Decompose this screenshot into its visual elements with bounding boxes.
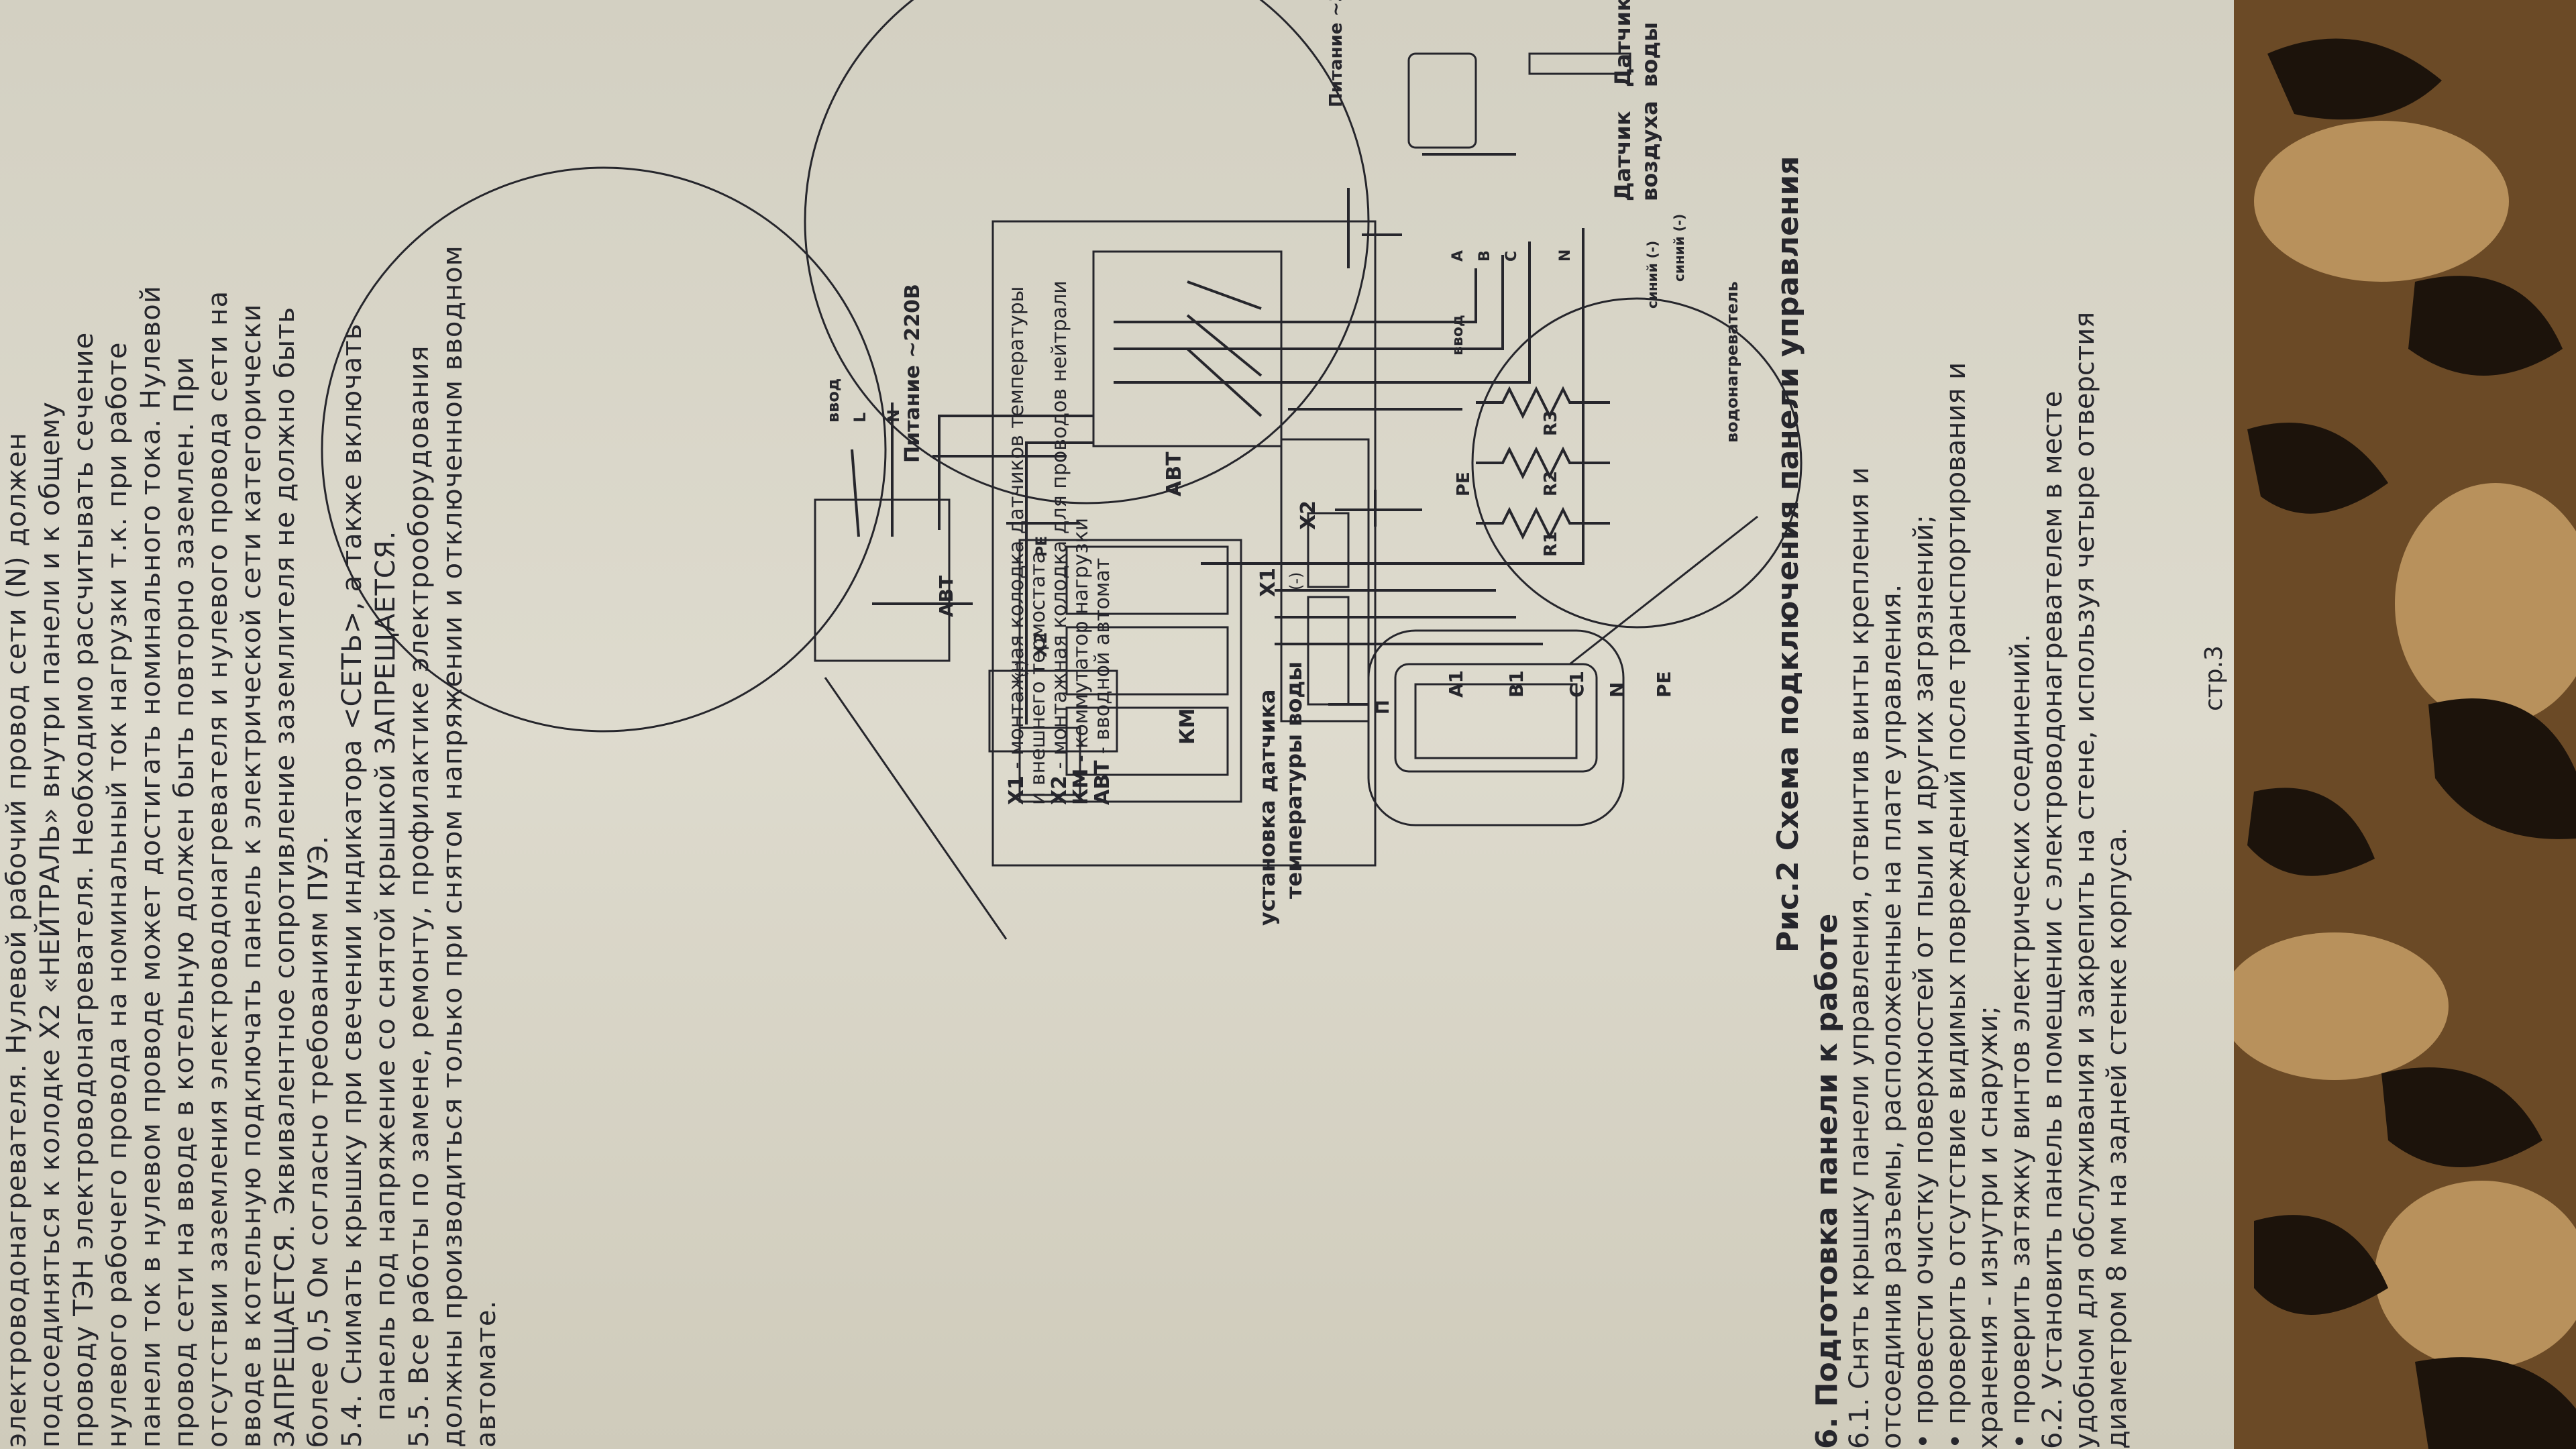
label-sensor-install-1: установка датчика [1254, 690, 1280, 926]
label-out-n: N [1606, 682, 1628, 698]
label-heater: водонагреватель [1723, 281, 1741, 443]
sensor-leader-line [1569, 515, 1758, 665]
label-km: КМ [1176, 708, 1199, 745]
control-panel-outline [991, 220, 1377, 867]
legend-row: Х2 - монтажная колодка для проводов нейт… [1048, 280, 1071, 805]
breaker-avt-220 [814, 498, 951, 662]
label-r3: R3 [1541, 411, 1561, 436]
label-phase-a: A [1450, 250, 1466, 262]
label-p: П [1373, 700, 1393, 714]
label-supply-220: Питание ~220В [901, 284, 924, 463]
legend-row: АВТ - вводной автомат [1091, 557, 1114, 805]
legend-row: и внешнего термостата [1026, 551, 1050, 805]
section-6: 6. Подготовка панели к работе 6.1. Снять… [1811, 7, 2133, 1449]
label-phase-c: C [1503, 251, 1520, 262]
terminal-x2-220 [988, 669, 1118, 753]
text-line: хранения - изнутри и снаружи; [1973, 1006, 2004, 1449]
air-sensor [1407, 52, 1477, 149]
label-blue-minus-1: синий (-) [1644, 241, 1660, 309]
label-out-pe: PE [1653, 671, 1675, 698]
label-pe-220: PE [1034, 536, 1051, 557]
text-line: 6.1. Снять крышку панели управления, отв… [1844, 467, 1875, 1449]
label-air-sensor-1: Датчик [1610, 111, 1635, 201]
label-phase-n-220: N [884, 409, 903, 423]
legend: Х1 - монтажная колодка датчиков температ… [1005, 201, 1114, 805]
text-line: • провести очистку поверхностей от пыли … [1909, 515, 1939, 1449]
label-pe: PE [1454, 472, 1474, 496]
label-phase-l: L [851, 413, 869, 423]
label-air-sensor-2: воздуха [1637, 101, 1662, 201]
figure-caption: Рис.2 Схема подключения панели управлени… [1771, 156, 1805, 953]
label-out-b1: B1 [1505, 670, 1527, 698]
legend-row: КМ - коммутатор нагрузки [1069, 517, 1093, 805]
detail-circle-220v [321, 166, 887, 733]
legend-row: Х1 - монтажная колодка датчиков температ… [1005, 286, 1028, 805]
label-sensor-install-2: температуры воды [1281, 661, 1307, 899]
label-out-a1: A1 [1445, 670, 1467, 698]
label-blue-minus-2: синий (-) [1671, 214, 1687, 282]
label-phase-n: N [1557, 250, 1574, 262]
label-x2: Х2 [1297, 500, 1320, 530]
label-water-sensor-2: воды [1637, 22, 1662, 87]
label-r2: R2 [1541, 471, 1561, 496]
label-avt-380: АВТ [1163, 451, 1186, 496]
text-line: • проверить затяжку винтов электрических… [2005, 633, 2036, 1449]
label-supply-380: Питание ~380В [1326, 0, 1346, 107]
label-input-220: ввод [824, 378, 843, 423]
label-out-c1: C1 [1566, 671, 1588, 698]
label-avt-220: АВТ [935, 576, 957, 617]
label-minus-220: (-) [1014, 661, 1030, 678]
terminal-block-x1-x2 [1280, 438, 1370, 722]
wiring-diagram: АВТ КМ Х1 (-) Х2 П PE Питание ~380В ввод… [321, 0, 1803, 940]
text-line: диаметром 8 мм на задней стенке корпуса. [2102, 826, 2133, 1449]
label-x1: Х1 [1256, 568, 1280, 597]
document-sheet: электроводонагревателя. Нулевой рабочий … [0, 0, 2234, 1449]
text-line: удобном для обслуживания и закрепить на … [2070, 311, 2100, 1449]
water-heater-circle [1471, 297, 1803, 629]
section-title: 6. Подготовка панели к работе [1811, 913, 1843, 1449]
label-input-380: ввод [1450, 315, 1466, 356]
label-phase-b: B [1477, 250, 1493, 262]
sensor-install-detail [1367, 629, 1625, 826]
label-x2-220: Х2 [1031, 632, 1051, 657]
label-r1: R1 [1541, 531, 1561, 557]
text-line: • проверить отсутствие видимых поврежден… [1941, 362, 1972, 1449]
diagram-labels: АВТ КМ Х1 (-) Х2 П PE Питание ~380В ввод… [824, 0, 1741, 926]
text-line: 6.2. Установить панель в помещении с эле… [2037, 390, 2068, 1449]
page-number: стр.3 [2200, 645, 2228, 711]
label-water-sensor-1: Датчик [1610, 0, 1635, 87]
label-minus: (-) [1287, 572, 1305, 590]
water-sensor-probe [1528, 52, 1631, 75]
text-line: отсоединив разъемы, расположенные на пла… [1876, 584, 1907, 1449]
